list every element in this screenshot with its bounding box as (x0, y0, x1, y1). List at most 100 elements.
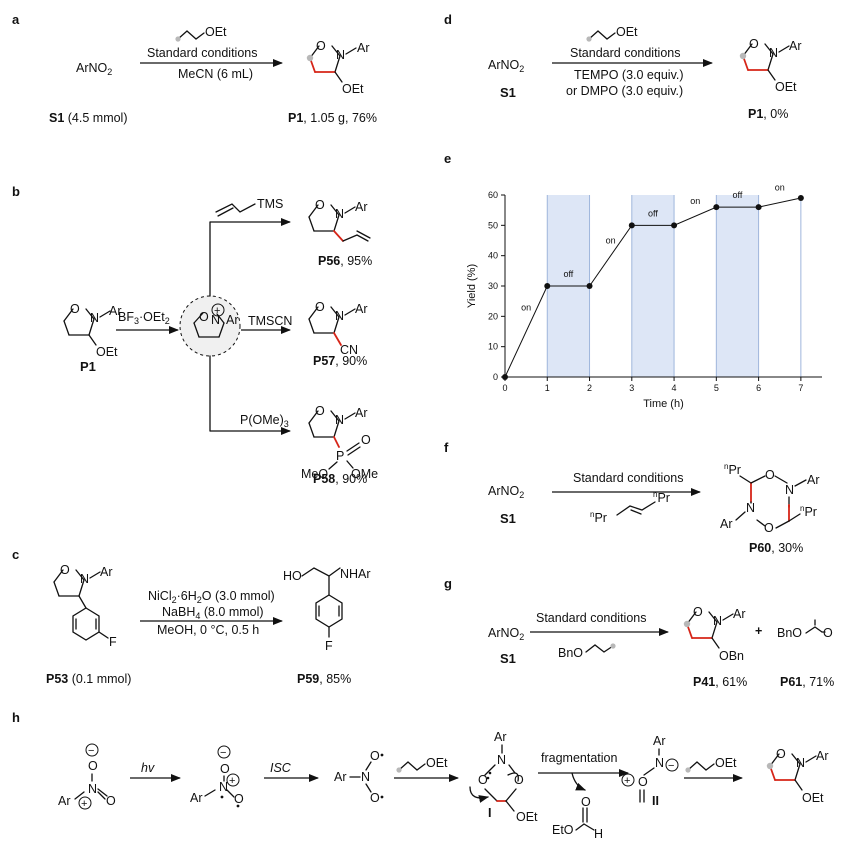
panel-b: b O N Ar OEt P1 BF3·OEt2 O N + Ar (12, 184, 378, 486)
svg-text:OEt: OEt (715, 756, 737, 770)
svg-text:O: O (514, 773, 524, 787)
svg-text:II: II (652, 794, 659, 808)
panel-h-excited-nitroarene: − O N + O Ar (190, 745, 244, 808)
panel-b-P57-label: P57, 90% (313, 354, 367, 368)
segment-label-0: on (521, 302, 531, 312)
svg-text:+: + (229, 775, 235, 787)
panel-a-reactant-label: S1 (4.5 mmol) (49, 111, 128, 125)
svg-text:O: O (693, 605, 703, 619)
svg-text:O: O (823, 626, 833, 640)
panel-b-start-P1: O N Ar OEt (63, 302, 122, 359)
svg-text:O: O (361, 433, 371, 447)
panel-c-condition-1: NiCl2·6H2O (3.0 mmol) (148, 589, 275, 605)
svg-text:Ar: Ar (109, 304, 122, 318)
svg-text:F: F (325, 639, 333, 653)
svg-text:O: O (70, 302, 80, 316)
panel-f-letter: f (444, 440, 449, 455)
svg-text:O: O (88, 759, 98, 773)
panel-h: h − O N + O Ar hv − O N + (12, 710, 829, 841)
svg-text:OEt: OEt (802, 791, 824, 805)
svg-text:N: N (88, 782, 97, 796)
panel-g-vinyl-benzyl-ether: BnO (558, 643, 616, 660)
svg-text:OEt: OEt (205, 25, 227, 39)
svg-text:Ar: Ar (226, 313, 239, 327)
svg-text:O: O (220, 762, 230, 776)
panel-b-P58-label: P58, 90% (313, 472, 367, 486)
svg-text:O: O (765, 468, 775, 482)
svg-text:Ar: Ar (58, 794, 71, 808)
panel-d-conditions-below-1: TEMPO (3.0 equiv.) (574, 68, 684, 82)
panel-g-P41-label: P41, 61% (693, 675, 747, 689)
panel-d-reactant-label: S1 (500, 85, 516, 100)
svg-text:N: N (655, 756, 664, 770)
svg-text:O: O (315, 404, 325, 418)
svg-text:O: O (370, 791, 380, 805)
svg-text:I: I (488, 806, 491, 820)
panel-b-lewis-acid: BF3·OEt2 (118, 310, 170, 326)
svg-text:NHAr: NHAr (340, 567, 371, 581)
panel-b-phosphite: P(OMe)3 (240, 413, 289, 429)
panel-d-vinyl-ether: OEt (586, 25, 638, 42)
panel-d: d ArNO2 S1 OEt Standard conditions TEMPO… (444, 12, 802, 121)
svg-text:Ar: Ar (100, 565, 113, 579)
y-tick-label-5: 50 (488, 220, 498, 230)
segment-label-2: on (606, 236, 616, 246)
panel-h-isc: ISC (270, 761, 292, 775)
panel-c-letter: c (12, 547, 19, 562)
panel-b-P56-label: P56, 95% (318, 254, 372, 268)
svg-text:N: N (90, 311, 99, 325)
yield-point-0 (502, 374, 508, 380)
svg-text:Ar: Ar (733, 607, 746, 621)
svg-text:EtO: EtO (552, 823, 574, 837)
yield-point-2 (586, 283, 593, 289)
svg-text:CN: CN (340, 343, 358, 357)
panel-d-product: O N Ar OEt (738, 37, 802, 94)
panel-d-conditions-above: Standard conditions (570, 46, 681, 60)
x-tick-label-2: 2 (587, 383, 592, 393)
y-tick-label-3: 30 (488, 281, 498, 291)
svg-text:O: O (60, 563, 70, 577)
panel-a-conditions-below: MeCN (6 mL) (178, 67, 253, 81)
panel-b-tmscn: TMSCN (248, 314, 292, 328)
svg-text:MeO: MeO (301, 467, 328, 481)
panel-g-reactant: ArNO2 (488, 626, 524, 642)
panel-b-iminium-intermediate (179, 295, 241, 357)
svg-text:Ar: Ar (653, 734, 666, 748)
svg-text:N: N (336, 48, 345, 62)
panel-b-P56-structure: O N Ar (308, 198, 371, 242)
panel-a-vinyl-ether: OEt (175, 25, 227, 42)
svg-text:N: N (746, 501, 755, 515)
panel-f-conditions-above: Standard conditions (573, 471, 684, 485)
panel-h-product: O N Ar OEt (765, 747, 829, 805)
x-tick-label-3: 3 (629, 383, 634, 393)
svg-text:Ar: Ar (355, 200, 368, 214)
svg-text:O: O (315, 198, 325, 212)
panel-d-conditions-below-2: or DMPO (3.0 equiv.) (566, 84, 683, 98)
x-tick-label-1: 1 (545, 383, 550, 393)
svg-text:OBn: OBn (719, 649, 744, 663)
yield-point-5 (713, 204, 720, 211)
panel-h-triplet-nitroarene: Ar N O O (334, 749, 384, 805)
svg-text:Ar: Ar (190, 791, 203, 805)
svg-text:O: O (581, 795, 591, 809)
panel-h-letter: h (12, 710, 20, 725)
svg-text:−: − (668, 760, 674, 772)
svg-text:O: O (315, 300, 325, 314)
svg-text:BnO: BnO (558, 646, 583, 660)
panel-g-plus: + (755, 624, 762, 638)
svg-text:Ar: Ar (357, 41, 370, 55)
svg-text:O: O (638, 775, 648, 789)
panel-c-P59-structure: HO NHAr F (283, 567, 371, 653)
panel-h-intermediate-I: Ar N O O OEt I (469, 730, 538, 824)
svg-text:OMe: OMe (351, 467, 378, 481)
y-tick-label-0: 0 (493, 372, 498, 382)
svg-text:N: N (785, 483, 794, 497)
panel-c-start-label: P53 (0.1 mmol) (46, 672, 131, 686)
svg-text:O: O (106, 794, 116, 808)
svg-text:OEt: OEt (516, 810, 538, 824)
y-tick-label-6: 60 (488, 190, 498, 200)
svg-text:+: + (624, 775, 630, 787)
svg-text:N: N (211, 313, 220, 327)
